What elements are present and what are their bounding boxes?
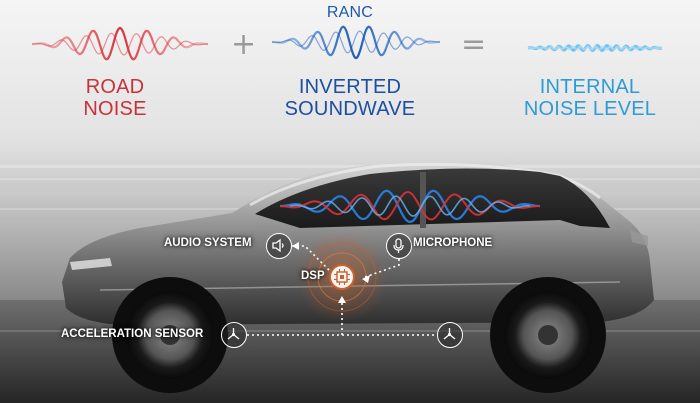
acceleration-sensor-label: ACCELERATION SENSOR: [61, 328, 204, 340]
dsp-label: DSP: [301, 270, 325, 282]
signal-paths: [247, 245, 437, 336]
road-noise-line2: NOISE: [83, 98, 147, 121]
inverted-soundwave-line2: SOUNDWAVE: [284, 98, 416, 121]
audio-system-label: AUDIO SYSTEM: [164, 237, 252, 249]
inverted-soundwave-wave: [272, 25, 440, 60]
equals-sign: =: [461, 27, 487, 62]
accelerometer-icon: [221, 322, 247, 348]
road-noise-wave: [32, 26, 208, 61]
internal-noise-line2: NOISE LEVEL: [523, 98, 657, 121]
chip-icon: [329, 264, 355, 290]
microphone-icon: [386, 233, 412, 259]
inverted-soundwave-label: INVERTED SOUNDWAVE: [270, 76, 430, 121]
speaker-icon: [266, 233, 292, 259]
microphone-label: MICROPHONE: [413, 237, 493, 249]
inverted-soundwave-line1: INVERTED: [298, 76, 402, 98]
road-noise-label: ROAD NOISE: [60, 76, 170, 121]
cabin-soundwaves: [279, 189, 540, 224]
accelerometer-icon: [437, 322, 463, 348]
plus-sign: +: [231, 27, 257, 62]
internal-noise-line1: INTERNAL: [539, 76, 641, 98]
ranc-label: RANC: [326, 4, 374, 21]
road-noise-line1: ROAD: [85, 76, 145, 98]
internal-noise-label: INTERNAL NOISE LEVEL: [515, 76, 665, 121]
